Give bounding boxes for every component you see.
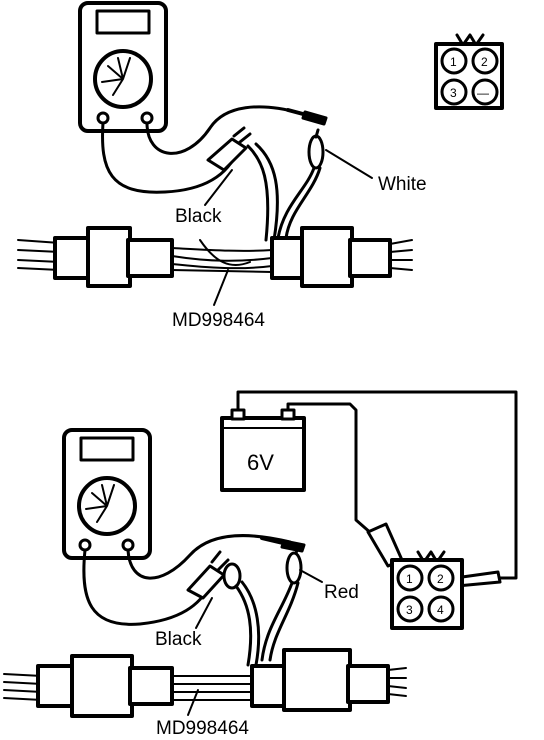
top-label-white: White bbox=[378, 174, 427, 195]
top-label-tool: MD998464 bbox=[172, 310, 265, 331]
bottom-connector-pin-3: 3 bbox=[406, 603, 413, 617]
battery-6v bbox=[220, 408, 306, 492]
connector-face-bottom bbox=[390, 550, 464, 630]
battery-label: 6V bbox=[247, 450, 274, 475]
connector-face-top bbox=[434, 33, 504, 110]
multimeter-bottom bbox=[62, 428, 152, 560]
top-connector-pin-2: 2 bbox=[481, 55, 488, 69]
bottom-connector-pin-4: 4 bbox=[437, 603, 444, 617]
bottom-label-tool: MD998464 bbox=[156, 718, 249, 739]
bottom-connector-pin-2: 2 bbox=[437, 572, 444, 586]
bottom-label-black: Black bbox=[155, 629, 202, 650]
top-connector-pin-4: — bbox=[477, 86, 489, 100]
bottom-label-red: Red bbox=[324, 582, 359, 603]
bottom-diagram bbox=[3, 390, 518, 718]
top-label-black: Black bbox=[175, 206, 222, 227]
top-connector-pin-1: 1 bbox=[450, 55, 457, 69]
top-connector-pin-3: 3 bbox=[450, 86, 457, 100]
top-diagram bbox=[17, 1, 504, 306]
bottom-connector-pin-1: 1 bbox=[406, 572, 413, 586]
multimeter-top bbox=[78, 1, 168, 133]
